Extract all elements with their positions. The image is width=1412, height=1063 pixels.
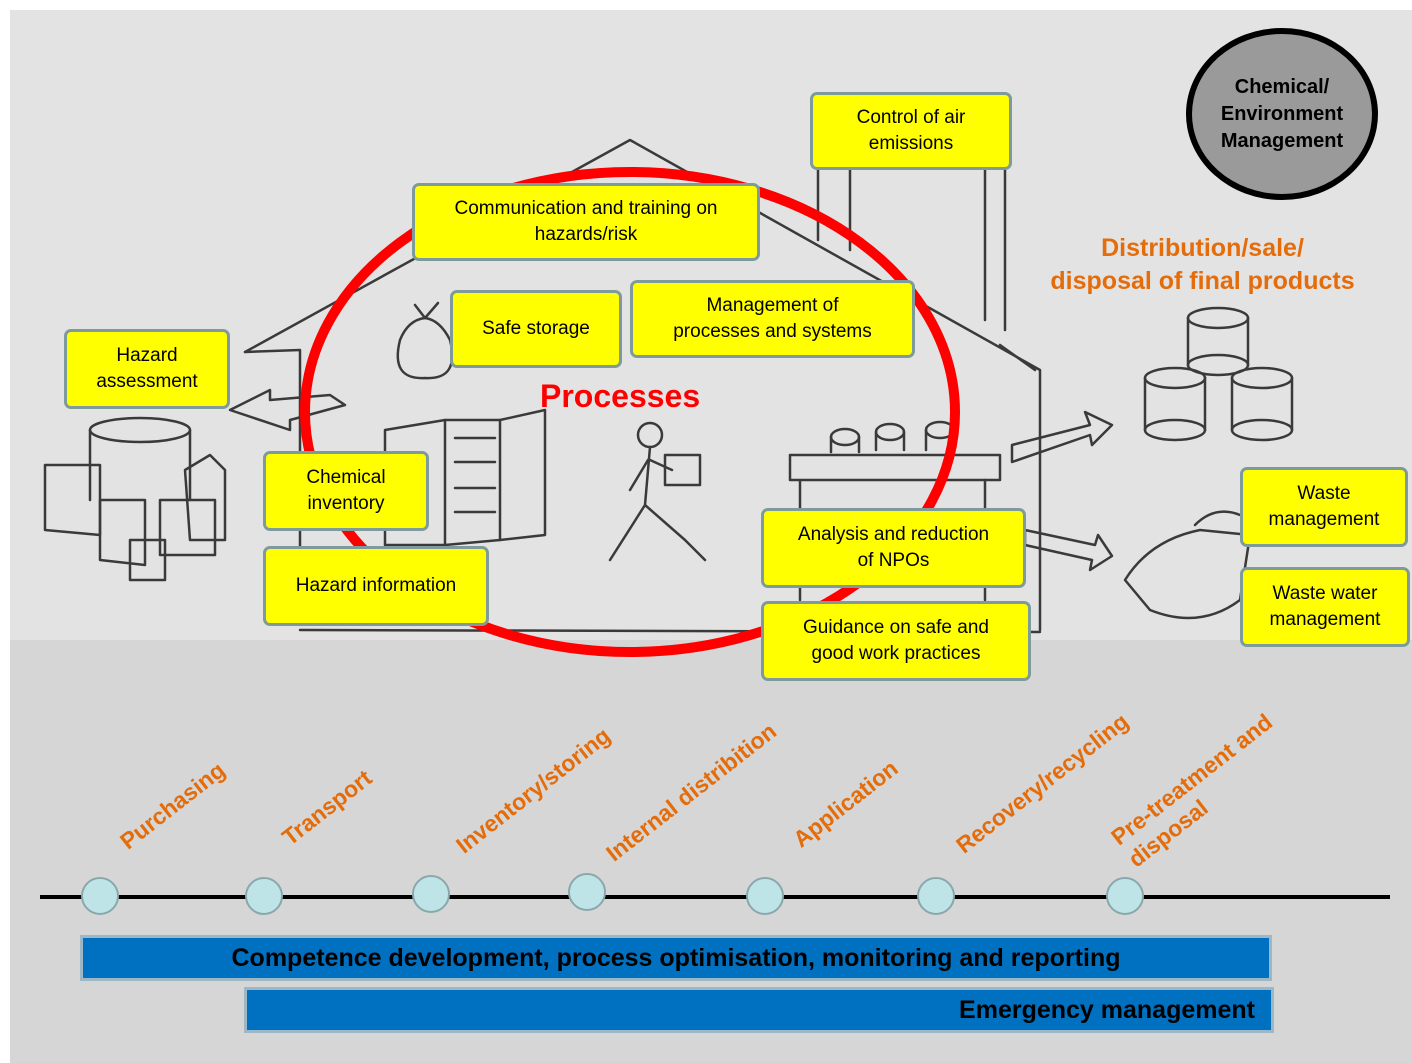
distribution-title: Distribution/sale/ disposal of final pro… bbox=[1050, 234, 1355, 295]
processes-ring bbox=[300, 167, 960, 657]
management-processes-box: Management of processes and systems bbox=[630, 280, 915, 358]
timeline-node bbox=[81, 877, 119, 915]
hazard-information-box: Hazard information bbox=[263, 546, 489, 626]
chemical-environment-badge: Chemical/ Environment Management bbox=[1186, 28, 1378, 200]
waste-water-management-box: Waste water management bbox=[1240, 567, 1410, 647]
hazard-assessment-box: Hazard assessment bbox=[64, 329, 230, 409]
competence-bar: Competence development, process optimisa… bbox=[80, 935, 1272, 981]
waste-management-box: Waste management bbox=[1240, 467, 1408, 547]
analysis-npos-box: Analysis and reduction of NPOs bbox=[761, 508, 1026, 588]
control-air-emissions-box: Control of air emissions bbox=[810, 92, 1012, 170]
safe-storage-box: Safe storage bbox=[450, 290, 622, 368]
timeline-node bbox=[568, 873, 606, 911]
timeline-node bbox=[917, 877, 955, 915]
timeline-line bbox=[40, 895, 1390, 899]
emergency-bar-label: Emergency management bbox=[959, 995, 1255, 1024]
communication-training-box: Communication and training on hazards/ri… bbox=[412, 183, 760, 261]
guidance-work-practices-box: Guidance on safe and good work practices bbox=[761, 601, 1031, 681]
processes-label: Processes bbox=[540, 378, 701, 414]
competence-bar-label: Competence development, process optimisa… bbox=[231, 943, 1121, 972]
timeline-node bbox=[245, 877, 283, 915]
chemical-inventory-box: Chemical inventory bbox=[263, 451, 429, 531]
timeline-node bbox=[746, 877, 784, 915]
timeline-node bbox=[1106, 877, 1144, 915]
timeline-node bbox=[412, 875, 450, 913]
emergency-bar: Emergency management bbox=[244, 987, 1274, 1033]
